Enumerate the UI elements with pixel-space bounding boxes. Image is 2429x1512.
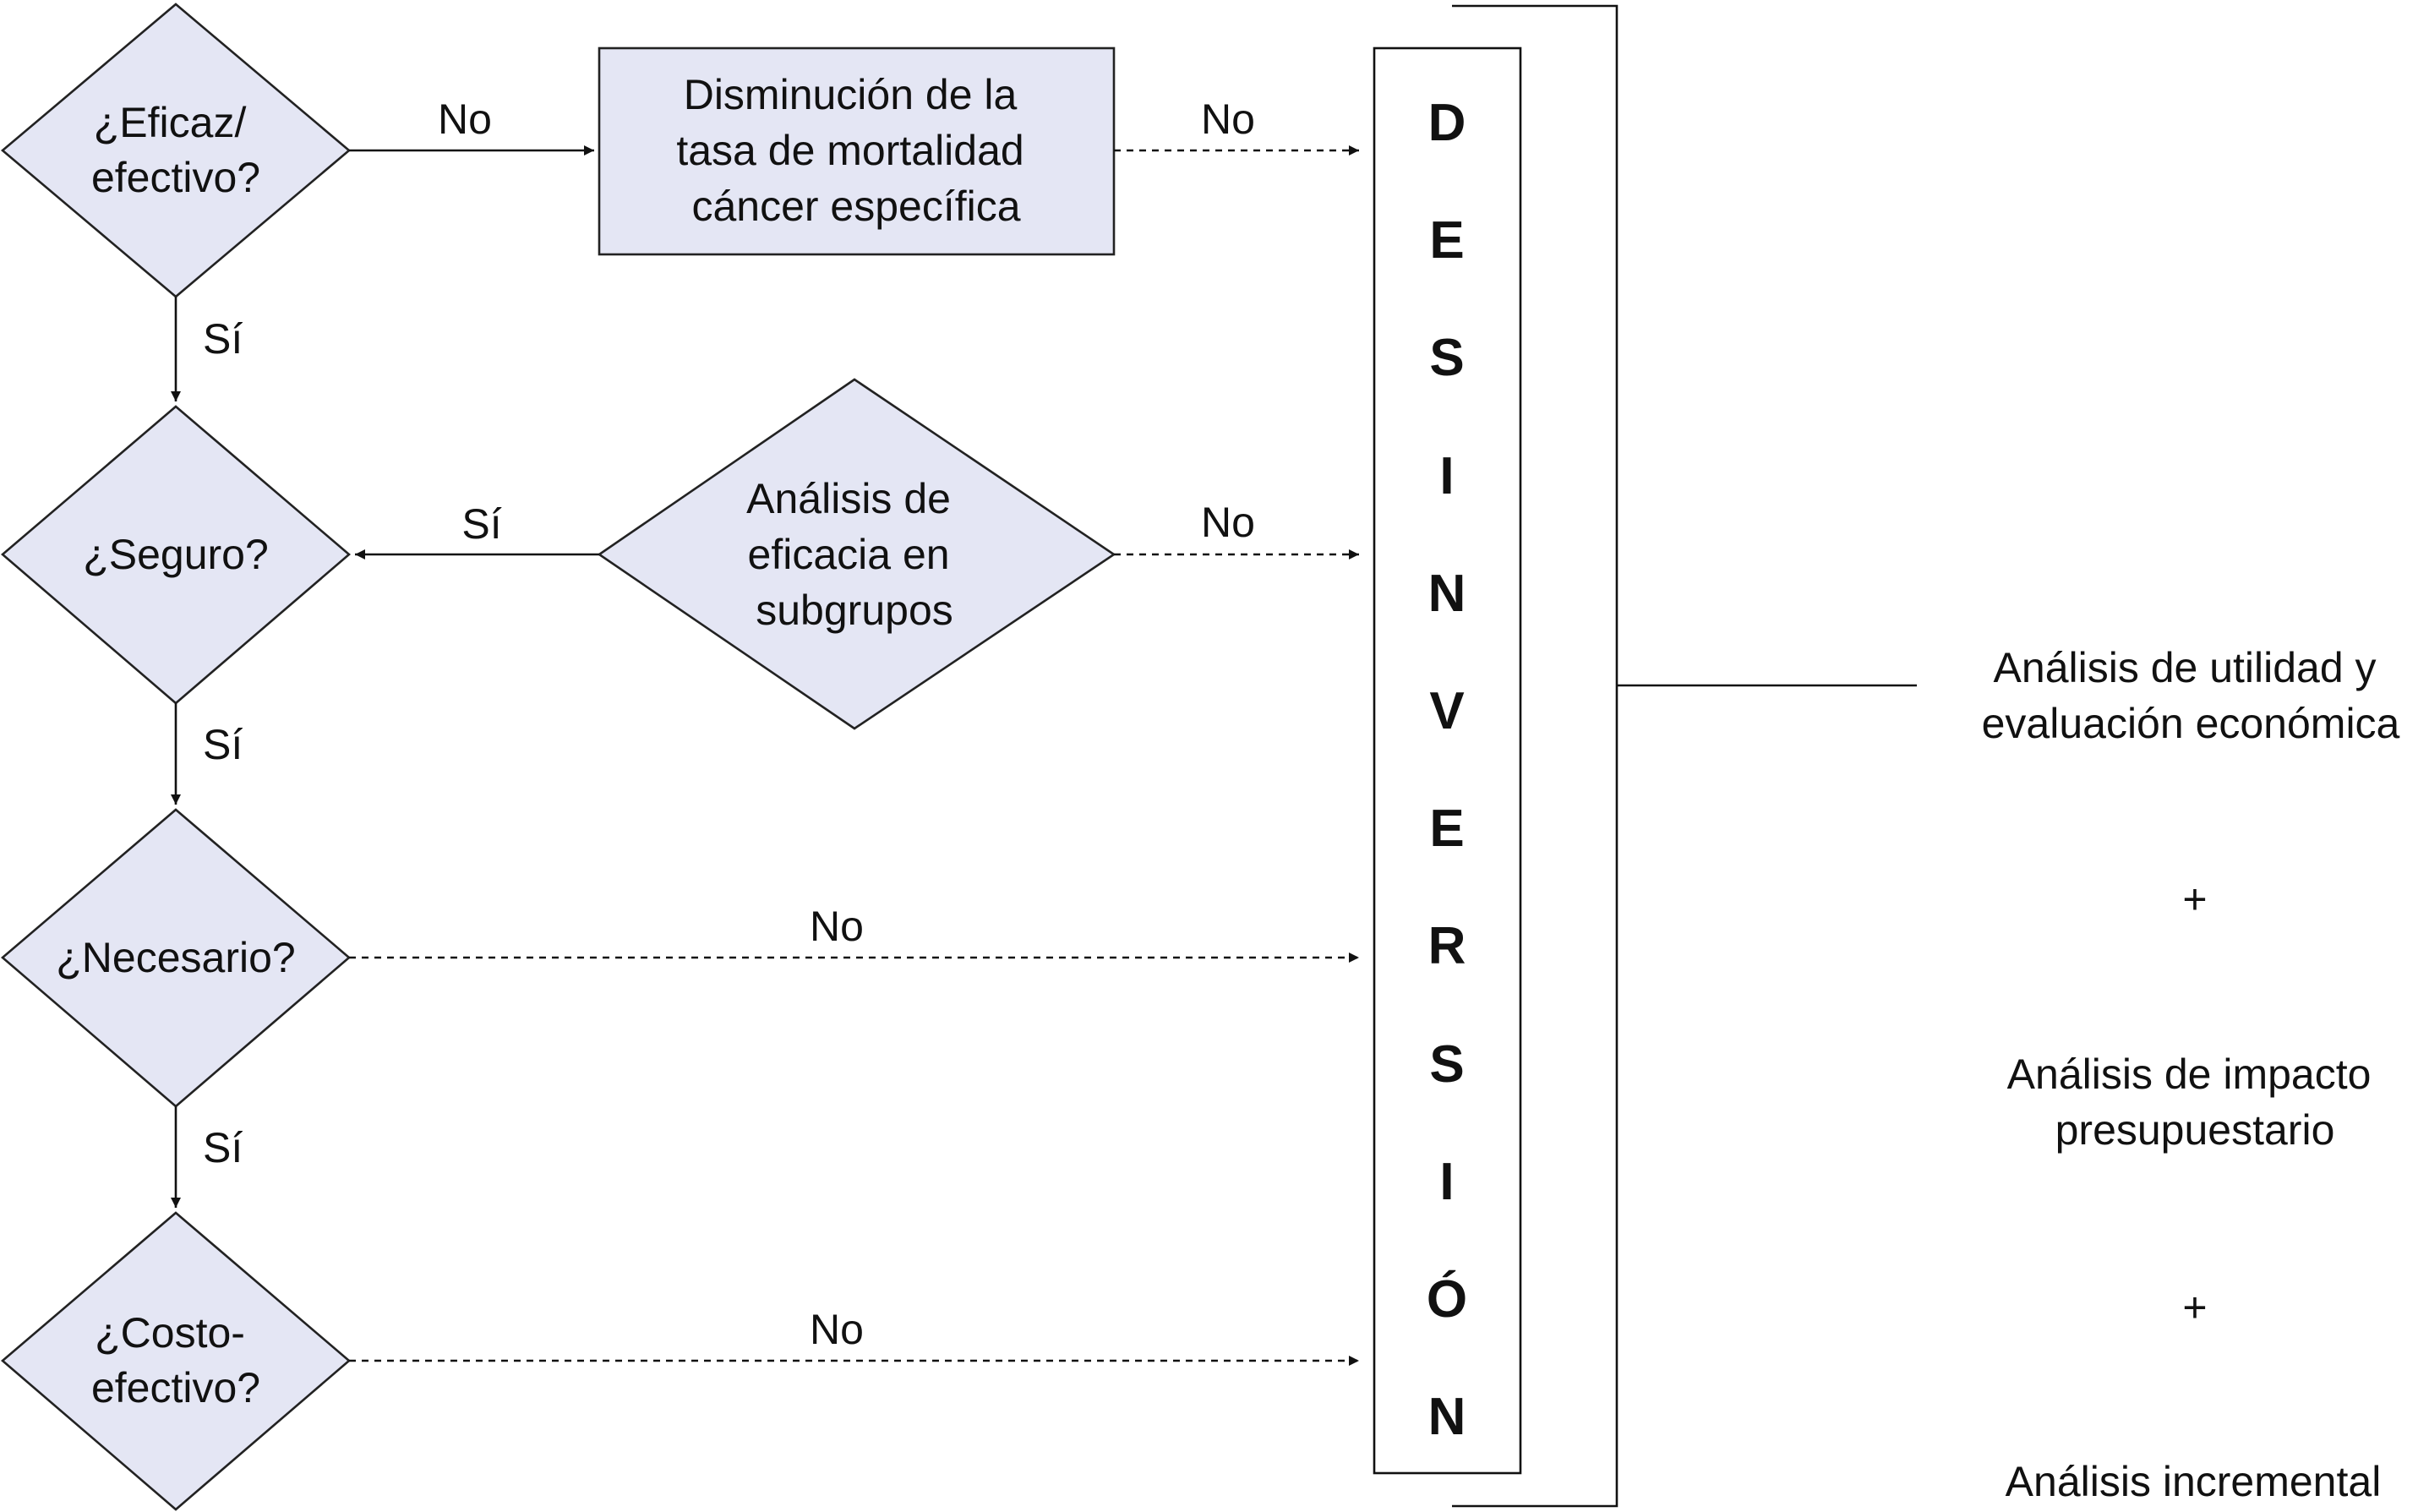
decision-seguro-label: ¿Seguro? [83, 531, 269, 578]
desinversion-letter: R [1428, 917, 1466, 975]
outcome-plus-sign: + [2182, 1284, 2207, 1331]
mortalidad-label: Disminución de la tasa de mortalidad cán… [676, 71, 1035, 230]
edge-label-eficaz-si: Sí [203, 315, 243, 363]
desinversion-letter: D [1428, 94, 1466, 152]
outcome-incremental-label: Análisis incremental [2006, 1458, 2382, 1505]
edge-label-mortalidad-no: No [1201, 96, 1255, 143]
desinversion-letter: I [1439, 447, 1454, 505]
decision-costo-diamond [1, 1211, 351, 1511]
desinversion-column [1373, 46, 1522, 1475]
subgrupos-label: Análisis de eficacia en subgrupos [746, 475, 963, 634]
desinversion-letter: Ó [1427, 1270, 1467, 1329]
edge-label-costo-no: No [810, 1306, 864, 1353]
desinversion-letter: N [1428, 1388, 1466, 1446]
subgrupos-diamond [597, 378, 1116, 730]
edge-label-subgrupos-si: Sí [461, 500, 501, 548]
outcome-plus-sign: + [2182, 876, 2207, 923]
desinversion-bracket [1452, 4, 1618, 1508]
decision-necesario-label: ¿Necesario? [56, 934, 295, 981]
desinversion-letter: N [1428, 565, 1466, 623]
desinversion-letter: V [1429, 682, 1464, 740]
desinversion-letter: S [1429, 1035, 1464, 1094]
desinversion-letter: E [1429, 211, 1464, 270]
edge-label-necesario-no: No [810, 903, 864, 950]
mortalidad-box [598, 46, 1116, 256]
desinversion-letter: E [1429, 800, 1464, 858]
outcome-impacto-label: Análisis de impacto presupuestario [2007, 1051, 2383, 1154]
outcome-utilidad-label: Análisis de utilidad y evaluación económ… [1982, 644, 2400, 747]
edge-label-subgrupos-no: No [1201, 499, 1255, 546]
edge-label-necesario-si: Sí [203, 1124, 243, 1171]
edge-label-eficaz-no: No [438, 96, 492, 143]
decision-costo-label: ¿Costo- efectivo? [91, 1309, 260, 1411]
decision-eficaz-label: ¿Eficaz/ efectivo? [91, 99, 260, 201]
desinversion-letter: S [1429, 329, 1464, 387]
edge-label-seguro-si: Sí [203, 721, 243, 768]
desinversion-letter: I [1439, 1153, 1454, 1211]
decision-eficaz-diamond [0, 3, 352, 298]
